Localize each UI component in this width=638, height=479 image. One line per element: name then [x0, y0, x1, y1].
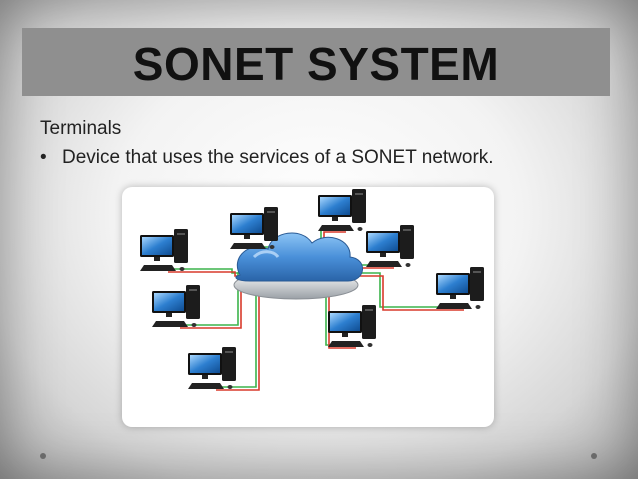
monitor-screen: [142, 237, 172, 255]
keyboard: [140, 265, 176, 271]
drive-bay: [355, 193, 363, 195]
network-diagram-svg: [140, 189, 484, 391]
keyboard: [230, 243, 266, 249]
computer-icon: [188, 347, 236, 389]
bullet-item: • Device that uses the services of a SONE…: [40, 147, 494, 169]
tower: [362, 305, 376, 339]
network-diagram: [122, 187, 494, 427]
drive-bay: [403, 229, 411, 231]
monitor-stand: [450, 295, 456, 299]
monitor-screen: [368, 233, 398, 251]
cloud-icon: [233, 232, 363, 300]
drive-bay: [177, 233, 185, 235]
mouse: [367, 343, 373, 347]
drive-bay: [225, 351, 233, 353]
computer-icon: [436, 267, 484, 309]
monitor-screen: [438, 275, 468, 293]
drive-bay: [473, 271, 481, 273]
decor-dot-left: [40, 453, 46, 459]
tower: [470, 267, 484, 301]
computer-icon: [230, 207, 278, 249]
bullet-marker: •: [40, 147, 47, 168]
tower: [186, 285, 200, 319]
monitor-stand: [342, 333, 348, 337]
title-bar: SONET SYSTEM: [22, 28, 610, 96]
monitor-stand: [244, 235, 250, 239]
computer-icon: [366, 225, 414, 267]
keyboard: [318, 225, 354, 231]
monitor-screen: [330, 313, 360, 331]
monitor-screen: [190, 355, 220, 373]
slide-title: SONET SYSTEM: [132, 38, 500, 90]
keyboard: [366, 261, 402, 267]
tower: [400, 225, 414, 259]
mouse: [179, 267, 185, 271]
mouse: [405, 263, 411, 267]
terminal-group: [140, 189, 484, 389]
mouse: [475, 305, 481, 309]
mouse: [227, 385, 233, 389]
tower: [174, 229, 188, 263]
monitor-stand: [332, 217, 338, 221]
drive-bay: [189, 289, 197, 291]
computer-icon: [328, 305, 376, 347]
monitor-stand: [166, 313, 172, 317]
drive-bay: [267, 211, 275, 213]
mouse: [269, 245, 275, 249]
computer-icon: [152, 285, 200, 327]
decor-dot-right: [591, 453, 597, 459]
monitor-screen: [320, 197, 350, 215]
tower: [222, 347, 236, 381]
tower: [264, 207, 278, 241]
section-heading: Terminals: [40, 118, 122, 139]
monitor-stand: [380, 253, 386, 257]
keyboard: [436, 303, 472, 309]
mouse: [357, 227, 363, 231]
keyboard: [328, 341, 364, 347]
keyboard: [152, 321, 188, 327]
monitor-screen: [232, 215, 262, 233]
drive-bay: [365, 309, 373, 311]
monitor-stand: [202, 375, 208, 379]
keyboard: [188, 383, 224, 389]
monitor-screen: [154, 293, 184, 311]
computer-icon: [318, 189, 366, 231]
mouse: [191, 323, 197, 327]
computer-icon: [140, 229, 188, 271]
monitor-stand: [154, 257, 160, 261]
tower: [352, 189, 366, 223]
bullet-text: Device that uses the services of a SONET…: [62, 147, 494, 168]
